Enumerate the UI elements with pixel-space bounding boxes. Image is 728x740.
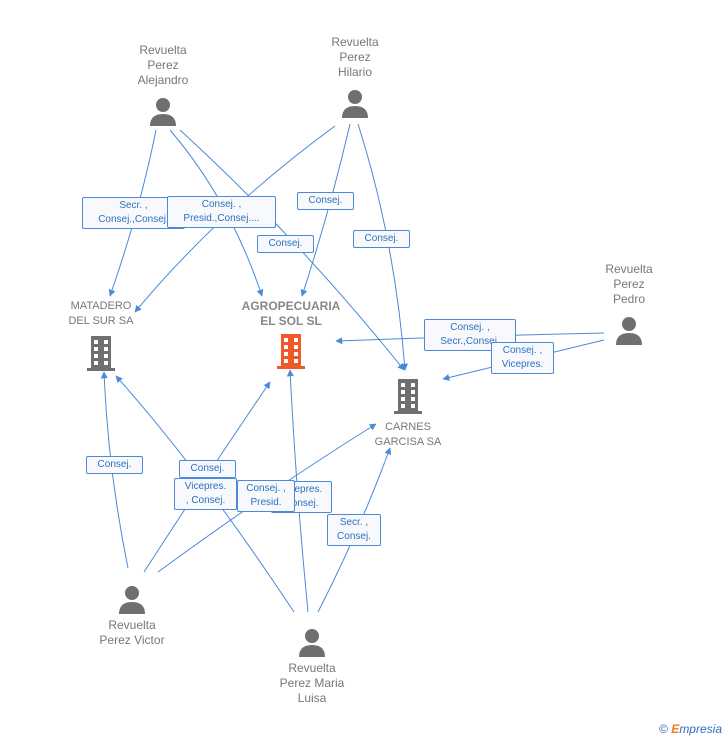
- copyright-symbol: ©: [659, 722, 668, 736]
- edge-label[interactable]: Consej.: [297, 192, 354, 210]
- edge-label[interactable]: Vicepres. , Consej.: [174, 478, 237, 510]
- edge-label[interactable]: Consej. , Vicepres.: [491, 342, 554, 374]
- brand-credit[interactable]: © Empresia: [659, 722, 722, 736]
- building-icon: [394, 379, 422, 414]
- company-carnes[interactable]: CARNES GARCISA SA: [362, 378, 454, 450]
- building-icon: [277, 334, 305, 369]
- person-icon: [342, 90, 368, 118]
- edge-label[interactable]: Consej. , Presid.: [237, 480, 295, 512]
- person-name: Revuelta Perez Pedro: [605, 262, 653, 306]
- edge-label[interactable]: Consej.: [257, 235, 314, 253]
- person-name: Revuelta Perez Victor: [99, 618, 165, 647]
- person-victor[interactable]: Revuelta Perez Victor: [84, 584, 180, 648]
- edge-label[interactable]: Consej.: [353, 230, 410, 248]
- person-hilario[interactable]: Revuelta Perez Hilario: [312, 35, 398, 118]
- edge-label[interactable]: Consej.: [86, 456, 143, 474]
- person-name: Revuelta Perez Hilario: [331, 35, 379, 79]
- edge-label[interactable]: Secr. , Consej.: [327, 514, 381, 546]
- person-icon: [616, 317, 642, 345]
- company-name: CARNES GARCISA SA: [374, 421, 442, 448]
- person-name: Revuelta Perez Alejandro: [137, 43, 189, 87]
- person-maria-luisa[interactable]: Revuelta Perez Maria Luisa: [264, 627, 360, 706]
- company-name: MATADERO DEL SUR SA: [68, 300, 134, 327]
- person-pedro[interactable]: Revuelta Perez Pedro: [586, 262, 672, 345]
- building-icon: [87, 336, 115, 371]
- person-icon: [150, 98, 176, 126]
- brand-logo-initial: E: [671, 722, 680, 736]
- company-matadero[interactable]: MATADERO DEL SUR SA: [56, 299, 146, 371]
- company-name: AGROPECUARIA EL SOL SL: [241, 299, 341, 328]
- person-icon: [119, 586, 145, 614]
- company-agropecuaria[interactable]: AGROPECUARIA EL SOL SL: [236, 299, 346, 369]
- brand-logo-text: mpresia: [679, 722, 722, 736]
- edge-hilario-agropecuaria: [300, 123, 351, 297]
- person-icon: [299, 629, 325, 657]
- person-alejandro[interactable]: Revuelta Perez Alejandro: [120, 43, 206, 126]
- person-name: Revuelta Perez Maria Luisa: [279, 661, 345, 705]
- edge-label[interactable]: Consej. , Presid.,Consej....: [167, 196, 276, 228]
- edge-label[interactable]: Consej.: [179, 460, 236, 478]
